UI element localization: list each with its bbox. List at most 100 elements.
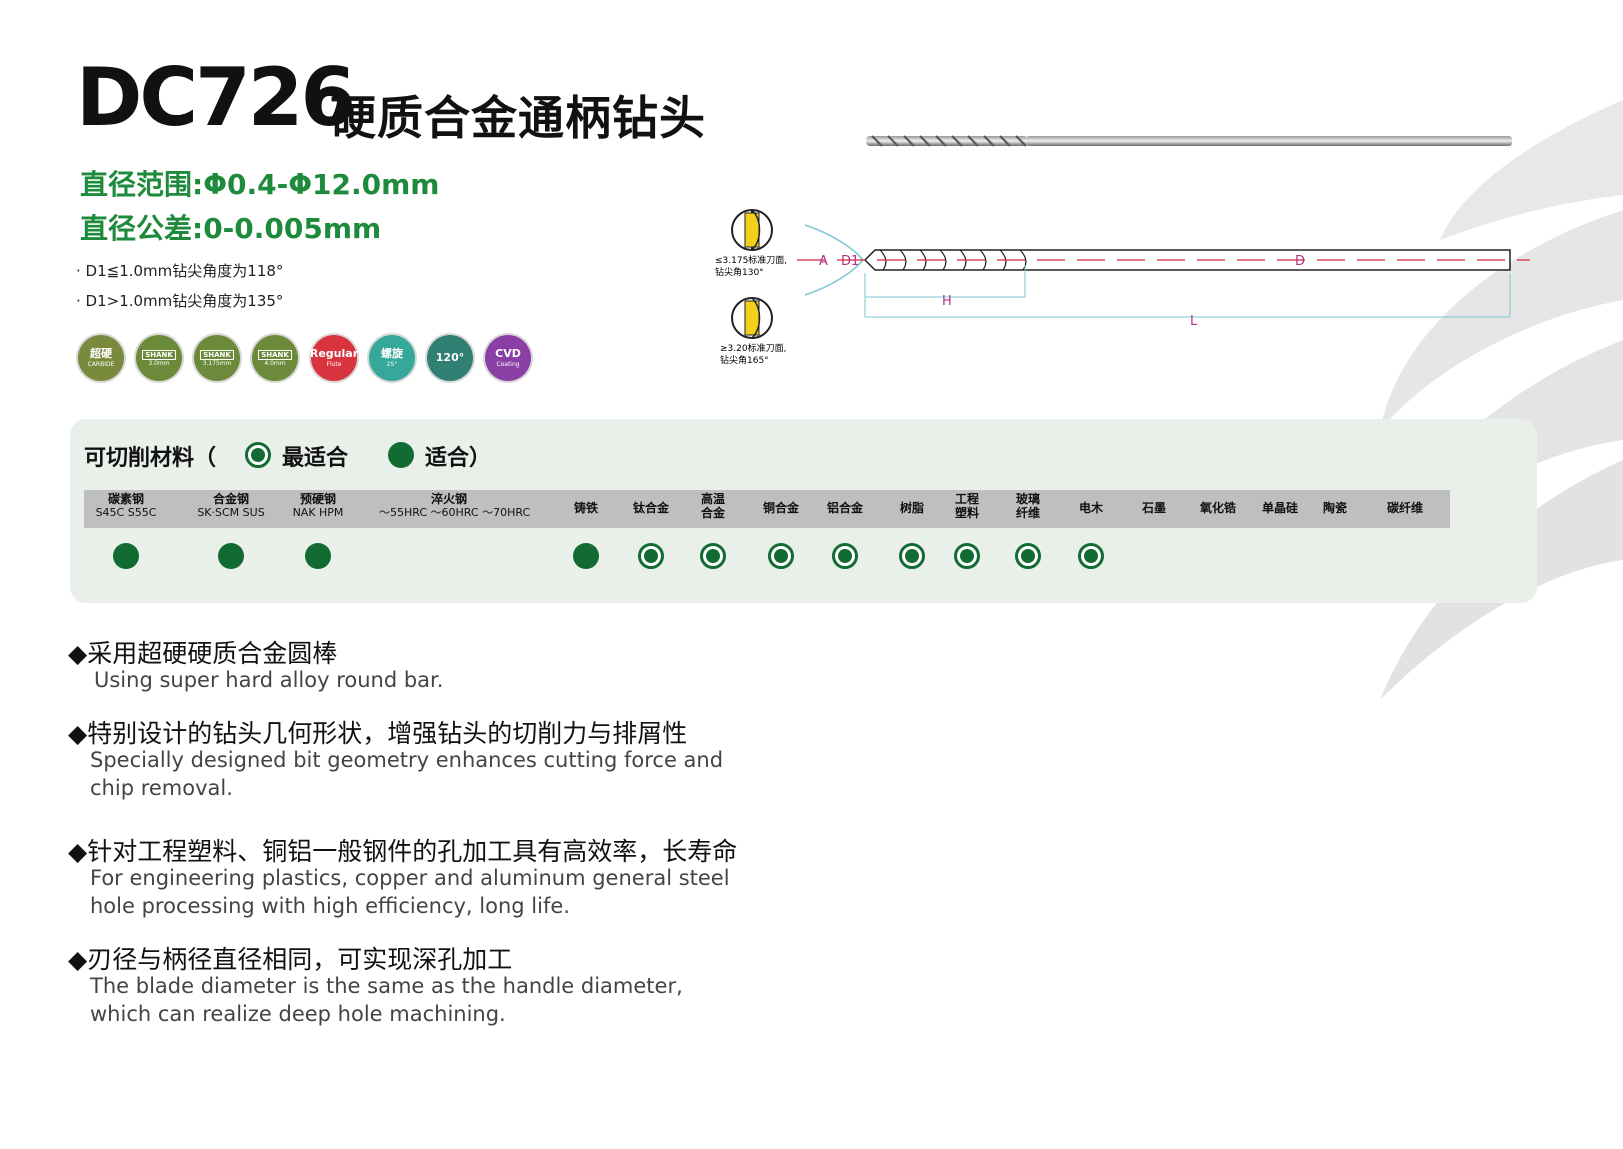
- badge-main-label: 120°: [435, 350, 465, 364]
- rating-dot-suitable: [305, 543, 331, 569]
- material-header-10: 工程塑料: [897, 492, 1037, 521]
- dim-h-label: H: [942, 294, 952, 309]
- material-name: 单晶硅: [1261, 501, 1298, 515]
- background-swoosh-graphic: [1380, 100, 1623, 700]
- legend-suitable-dot: [388, 442, 414, 468]
- rating-dot-suitable: [573, 543, 599, 569]
- material-name: 树脂: [899, 501, 924, 515]
- material-subname: S45C S55C: [95, 506, 157, 520]
- material-header-3: 淬火钢～55HRC ～60HRC ～70HRC: [379, 492, 531, 520]
- rating-dot-suitable: [218, 543, 244, 569]
- feature-2-cn: ◆特别设计的钻头几何形状，增强钻头的切削力与排屑性: [68, 719, 688, 748]
- feature-2-en: Specially designed bit geometry enhances…: [90, 748, 724, 800]
- tip2-label-2: 钻尖角165°: [720, 354, 769, 366]
- rating-dot-best: [1078, 543, 1104, 569]
- material-name: 预硬钢: [299, 492, 336, 506]
- badge-sub-label: CARBIDE: [87, 360, 115, 368]
- feature-4-en: The blade diameter is the same as the ha…: [90, 974, 683, 1026]
- material-name: 高温: [700, 492, 725, 506]
- material-subname: ～55HRC ～60HRC ～70HRC: [379, 506, 531, 520]
- materials-table-header: [84, 490, 1450, 528]
- drill-tip-icon-165: [731, 297, 773, 339]
- material-name: 石墨: [1141, 501, 1166, 515]
- material-name: 电木: [1078, 501, 1103, 515]
- material-name: 钛合金: [632, 501, 669, 515]
- material-subname: 塑料: [954, 506, 979, 521]
- badge-main-label: Regular: [309, 347, 359, 361]
- material-header-13: 石墨: [1084, 501, 1224, 515]
- badge-sub-label: Coating: [496, 360, 520, 368]
- model-number: DC726: [76, 51, 356, 144]
- feature-1-cn: ◆采用超硬硬质合金圆棒: [68, 639, 338, 668]
- rating-dot-best: [832, 543, 858, 569]
- tip-angle-note-1: · D1≦1.0mm钻尖角度为118°: [76, 262, 284, 280]
- material-header-4: 铸铁: [516, 501, 656, 515]
- material-name: 氧化锆: [1199, 501, 1236, 515]
- material-name: 工程: [954, 492, 979, 506]
- rating-dot-best: [899, 543, 925, 569]
- badge-sub-label: 3.175mm: [202, 359, 232, 367]
- material-name: 碳纤维: [1386, 501, 1423, 515]
- badge-main-label: SHANK: [200, 349, 234, 360]
- diameter-range: 直径范围:Φ0.4-Φ12.0mm: [80, 168, 440, 201]
- legend-best-dot: [245, 442, 271, 468]
- material-name: 合金钢: [212, 492, 249, 506]
- material-header-11: 玻璃纤维: [958, 492, 1098, 521]
- rating-dot-best: [768, 543, 794, 569]
- rating-dot-best: [700, 543, 726, 569]
- material-header-7: 铜合金: [711, 501, 851, 515]
- legend-best-label: 最适合: [282, 446, 349, 471]
- badge-sub-label: Flute: [326, 360, 342, 368]
- badge-main-label: 超硬: [90, 347, 112, 361]
- material-name: 玻璃: [1015, 492, 1040, 506]
- material-name: 铝合金: [826, 501, 863, 515]
- material-header-9: 树脂: [842, 501, 982, 515]
- rating-dot-best: [1015, 543, 1041, 569]
- feature-1-en: Using super hard alloy round bar.: [94, 668, 444, 692]
- tip1-label-2: 钻尖角130°: [715, 266, 764, 278]
- dim-l-label: L: [1190, 314, 1198, 329]
- diameter-tolerance: 直径公差:0-0.005mm: [80, 212, 382, 245]
- material-subname: SK·SCM SUS: [197, 506, 265, 520]
- rating-dot-best: [954, 543, 980, 569]
- badge-main-label: SHANK: [142, 349, 176, 360]
- feature-4-cn: ◆刃径与柄径直径相同，可实现深孔加工: [68, 945, 513, 974]
- material-subname: 纤维: [1015, 506, 1040, 521]
- badge-6: 120°: [427, 335, 473, 381]
- material-name: 铜合金: [762, 501, 799, 515]
- material-header-5: 钛合金: [581, 501, 721, 515]
- material-header-12: 电木: [1021, 501, 1161, 515]
- material-header-17: 碳纤维: [1335, 501, 1475, 515]
- material-header-14: 氧化锆: [1148, 501, 1288, 515]
- tip-angle-note-2: · D1>1.0mm钻尖角度为135°: [76, 292, 284, 310]
- badge-main-label: CVD: [495, 347, 521, 361]
- materials-title: 可切削材料（: [84, 446, 217, 471]
- legend-suitable-label: 适合）: [425, 446, 492, 471]
- material-header-16: 陶瓷: [1265, 501, 1405, 515]
- material-name: 淬火钢: [430, 492, 467, 506]
- material-name: 铸铁: [573, 501, 598, 515]
- material-subname: 合金: [700, 506, 725, 521]
- feature-3-en: For engineering plastics, copper and alu…: [90, 866, 730, 918]
- tip1-label-1: ≤3.175标准刀面,: [715, 254, 787, 266]
- dimension-diagram: ≤3.175标准刀面, 钻尖角130° ≥3.20标准刀面, 钻尖角165° A…: [715, 209, 1530, 366]
- badge-sub-label: 3.0mm: [148, 359, 170, 367]
- material-header-6: 高温合金: [643, 492, 783, 521]
- material-name: 碳素钢: [107, 492, 144, 506]
- dim-a-label: A: [819, 254, 828, 269]
- material-name: 陶瓷: [1322, 501, 1347, 515]
- drill-photo: [866, 135, 1512, 147]
- material-subname: NAK HPM: [292, 506, 344, 520]
- badge-main-label: SHANK: [258, 349, 292, 360]
- badge-sub-label: 25°: [386, 360, 398, 368]
